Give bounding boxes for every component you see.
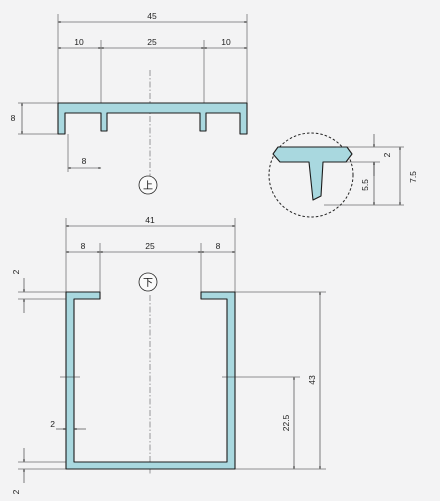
bottom-dim-middle-label: 25 bbox=[145, 241, 155, 251]
bottom-dim-top-thickness-label: 2 bbox=[11, 269, 21, 274]
bottom-dim-overall-label: 41 bbox=[145, 215, 155, 225]
top-rail-profile bbox=[57, 102, 248, 135]
top-view-label-circle bbox=[138, 175, 158, 195]
detail-dim-stem-label: 5.5 bbox=[360, 179, 370, 191]
bottom-dim-bottom-thickness-label: 2 bbox=[11, 489, 21, 494]
top-view-label: 上 bbox=[143, 180, 153, 192]
top-dim-right-lip-label: 10 bbox=[221, 37, 231, 47]
bottom-dim-total-height-label: 43 bbox=[307, 375, 317, 385]
bottom-view-label: 下 bbox=[143, 278, 153, 289]
detail-view: 2 5.5 7.5 bbox=[268, 132, 418, 218]
bottom-channel-profile bbox=[65, 291, 236, 470]
top-profile-view: 45 10 25 10 8 8 上 bbox=[11, 11, 248, 195]
detail-tee-profile bbox=[272, 146, 353, 201]
detail-dim-total-label: 7.5 bbox=[408, 171, 418, 183]
bottom-dim-right-lip-label: 8 bbox=[216, 241, 221, 251]
bottom-profile-view: 41 8 25 8 下 2 2 2 bbox=[11, 215, 326, 494]
top-dim-overall-label: 45 bbox=[147, 11, 157, 21]
detail-dim-flange-label: 2 bbox=[382, 152, 392, 157]
detail-circle bbox=[268, 132, 354, 218]
top-dim-slot-offset-label: 8 bbox=[82, 156, 87, 166]
top-dim-height-label: 8 bbox=[11, 113, 16, 123]
bottom-dim-wall-label: 2 bbox=[50, 419, 55, 429]
top-dim-left-lip-label: 10 bbox=[74, 37, 84, 47]
bottom-dim-left-lip-label: 8 bbox=[81, 241, 86, 251]
bottom-view-label-circle bbox=[138, 272, 158, 292]
top-dim-middle-label: 25 bbox=[147, 37, 157, 47]
bottom-dim-mid-height-label: 22.5 bbox=[281, 414, 291, 431]
